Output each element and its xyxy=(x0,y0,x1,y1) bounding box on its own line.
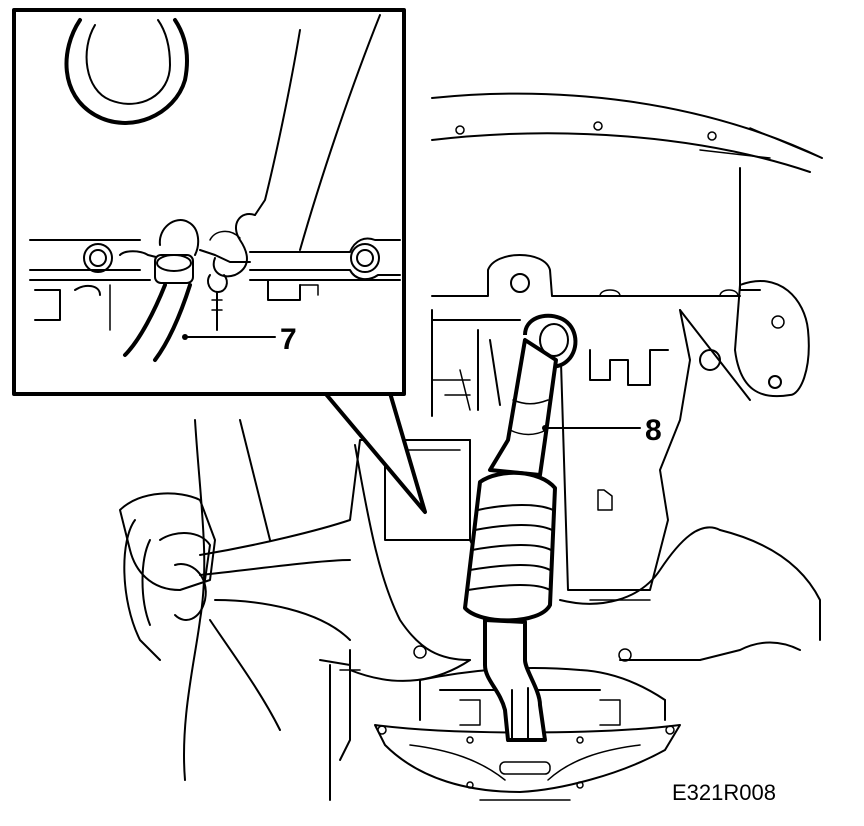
callout-8-label: 8 xyxy=(645,414,662,447)
callout-7: 7 xyxy=(182,323,297,356)
figure-code: E321R008 xyxy=(672,780,776,805)
engine-bay-background xyxy=(119,92,823,801)
callout-7-label: 7 xyxy=(280,323,297,356)
inset-content xyxy=(29,14,401,362)
callout-8: 8 xyxy=(542,414,662,447)
exhaust-pipe-with-catalytic-converter xyxy=(463,313,578,742)
detail-inset: 7 xyxy=(12,8,427,514)
